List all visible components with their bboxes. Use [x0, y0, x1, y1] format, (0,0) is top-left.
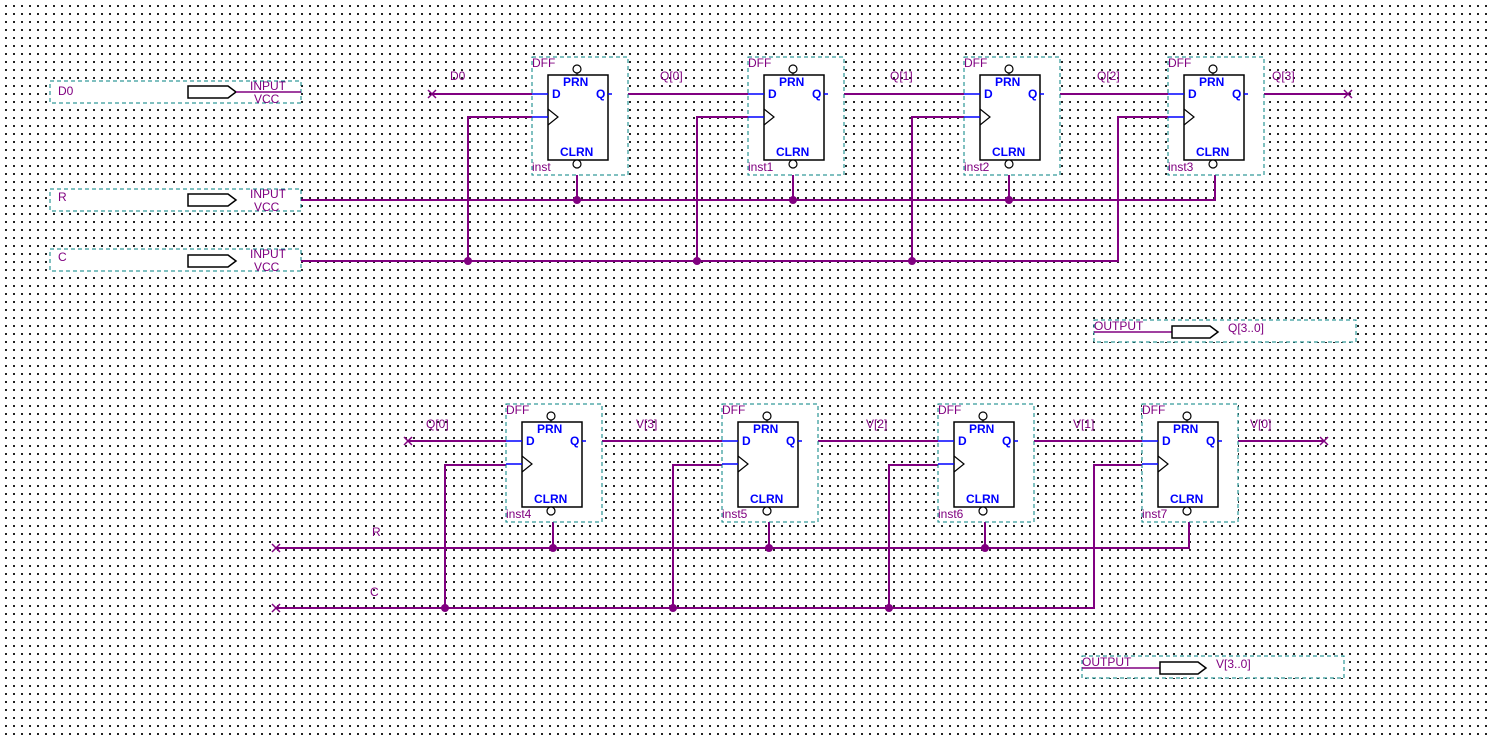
input-pin-name: D0: [58, 84, 74, 98]
dff-prn-label: PRN: [563, 75, 588, 89]
dff-d-label: D: [742, 434, 751, 448]
dff-d-label: D: [1162, 434, 1171, 448]
net-label: R: [372, 525, 381, 539]
dff-instance-label: inst3: [1168, 160, 1194, 174]
dff-prn-label: PRN: [1199, 75, 1224, 89]
input-pin-type: INPUT: [250, 247, 287, 261]
dff-type-label: DFF: [748, 56, 771, 70]
dff-instance-label: inst5: [722, 507, 748, 521]
dff-prn-label: PRN: [753, 422, 778, 436]
dff-prn-label: PRN: [537, 422, 562, 436]
dff-prn-label: PRN: [779, 75, 804, 89]
dff-type-label: DFF: [506, 403, 529, 417]
dff-instance-label: inst: [532, 160, 551, 174]
dff-q-label: Q: [1028, 87, 1037, 101]
top-row-net-labels: D0 Q[0] Q[1] Q[2] Q[3]: [450, 69, 1295, 83]
top-row-junctions: [464, 196, 1013, 265]
dff-clrn-label: CLRN: [560, 145, 593, 159]
net-label: D0: [450, 69, 466, 83]
dff-instance-label: inst4: [506, 507, 532, 521]
dff-q-label: Q: [812, 87, 821, 101]
net-label: Q[0]: [426, 417, 449, 431]
dff-prn-label: PRN: [995, 75, 1020, 89]
dff-clrn-label: CLRN: [966, 492, 999, 506]
net-label: Q[2]: [1097, 69, 1120, 83]
dff-instance-label: inst1: [748, 160, 774, 174]
dff-type-label: DFF: [1142, 403, 1165, 417]
dff-q-label: Q: [1232, 87, 1241, 101]
dff-instance-label: inst2: [964, 160, 990, 174]
top-row-wires: [301, 89, 1353, 262]
input-pin-default: VCC: [254, 260, 280, 274]
dff-instance-label: inst6: [938, 507, 964, 521]
dff-type-label: DFF: [532, 56, 555, 70]
dff-type-label: DFF: [964, 56, 987, 70]
dff-clrn-label: CLRN: [992, 145, 1025, 159]
dff-d-label: D: [768, 87, 777, 101]
input-pin-default: VCC: [254, 200, 280, 214]
input-pin-c[interactable]: C INPUT VCC: [49, 247, 302, 274]
dff-d-label: D: [984, 87, 993, 101]
input-pin-default: VCC: [254, 92, 280, 106]
dff-q-label: Q: [570, 434, 579, 448]
bottom-row-net-labels: Q[0] V[3] V[2] V[1] V[0] R C: [370, 417, 1271, 599]
output-pin-type: OUTPUT: [1082, 655, 1132, 669]
dff-q-label: Q: [786, 434, 795, 448]
input-pin-r[interactable]: R INPUT VCC: [49, 187, 302, 214]
dff-d-label: D: [958, 434, 967, 448]
dff-clrn-label: CLRN: [1196, 145, 1229, 159]
output-pin-q-bus[interactable]: OUTPUT Q[3..0]: [1093, 319, 1357, 343]
output-pin-name: Q[3..0]: [1228, 321, 1264, 335]
net-label: C: [370, 585, 379, 599]
net-label: V[1]: [1073, 417, 1094, 431]
dff-clrn-label: CLRN: [1170, 492, 1203, 506]
dff-d-label: D: [526, 434, 535, 448]
dff-q-label: Q: [596, 87, 605, 101]
input-pin-name: C: [58, 250, 67, 264]
dff-type-label: DFF: [938, 403, 961, 417]
dff-q-label: Q: [1206, 434, 1215, 448]
dff-clrn-label: CLRN: [776, 145, 809, 159]
input-pin-name: R: [58, 190, 67, 204]
net-label: V[2]: [866, 417, 887, 431]
output-pin-name: V[3..0]: [1216, 657, 1251, 671]
bottom-row-junctions: [441, 544, 989, 612]
net-label: V[0]: [1250, 417, 1271, 431]
input-pin-d0[interactable]: D0 INPUT VCC: [49, 79, 302, 106]
dff-clrn-label: CLRN: [534, 492, 567, 506]
net-label: V[3]: [636, 417, 657, 431]
net-label: Q[1]: [890, 69, 913, 83]
dff-d-label: D: [1188, 87, 1197, 101]
dff-type-label: DFF: [1168, 56, 1191, 70]
dff-instance-label: inst7: [1142, 507, 1168, 521]
dff-prn-label: PRN: [969, 422, 994, 436]
input-pin-type: INPUT: [250, 187, 287, 201]
net-label: Q[0]: [660, 69, 683, 83]
input-pin-type: INPUT: [250, 79, 287, 93]
output-pin-type: OUTPUT: [1094, 319, 1144, 333]
net-label: Q[3]: [1272, 69, 1295, 83]
output-pin-v-bus[interactable]: OUTPUT V[3..0]: [1081, 655, 1345, 679]
dff-type-label: DFF: [722, 403, 745, 417]
dff-prn-label: PRN: [1173, 422, 1198, 436]
dff-clrn-label: CLRN: [750, 492, 783, 506]
dff-q-label: Q: [1002, 434, 1011, 448]
bottom-row-wires: [271, 436, 1329, 613]
dff-d-label: D: [552, 87, 561, 101]
